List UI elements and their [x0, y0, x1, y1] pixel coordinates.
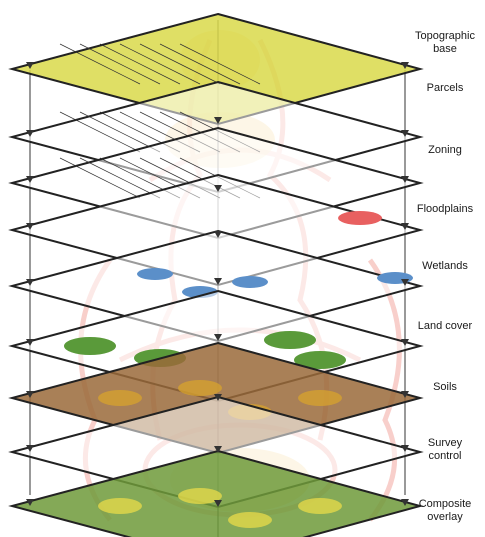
label-composite-overlay: Composite overlay	[405, 498, 485, 524]
label-topographic-base: Topographic base	[405, 30, 485, 56]
label-survey-control: Survey control	[405, 437, 485, 463]
label-land-cover: Land cover	[405, 320, 485, 333]
label-floodplains: Floodplains	[405, 203, 485, 216]
label-zoning: Zoning	[405, 144, 485, 157]
label-parcels: Parcels	[405, 82, 485, 95]
label-wetlands: Wetlands	[405, 260, 485, 273]
label-soils: Soils	[405, 381, 485, 394]
